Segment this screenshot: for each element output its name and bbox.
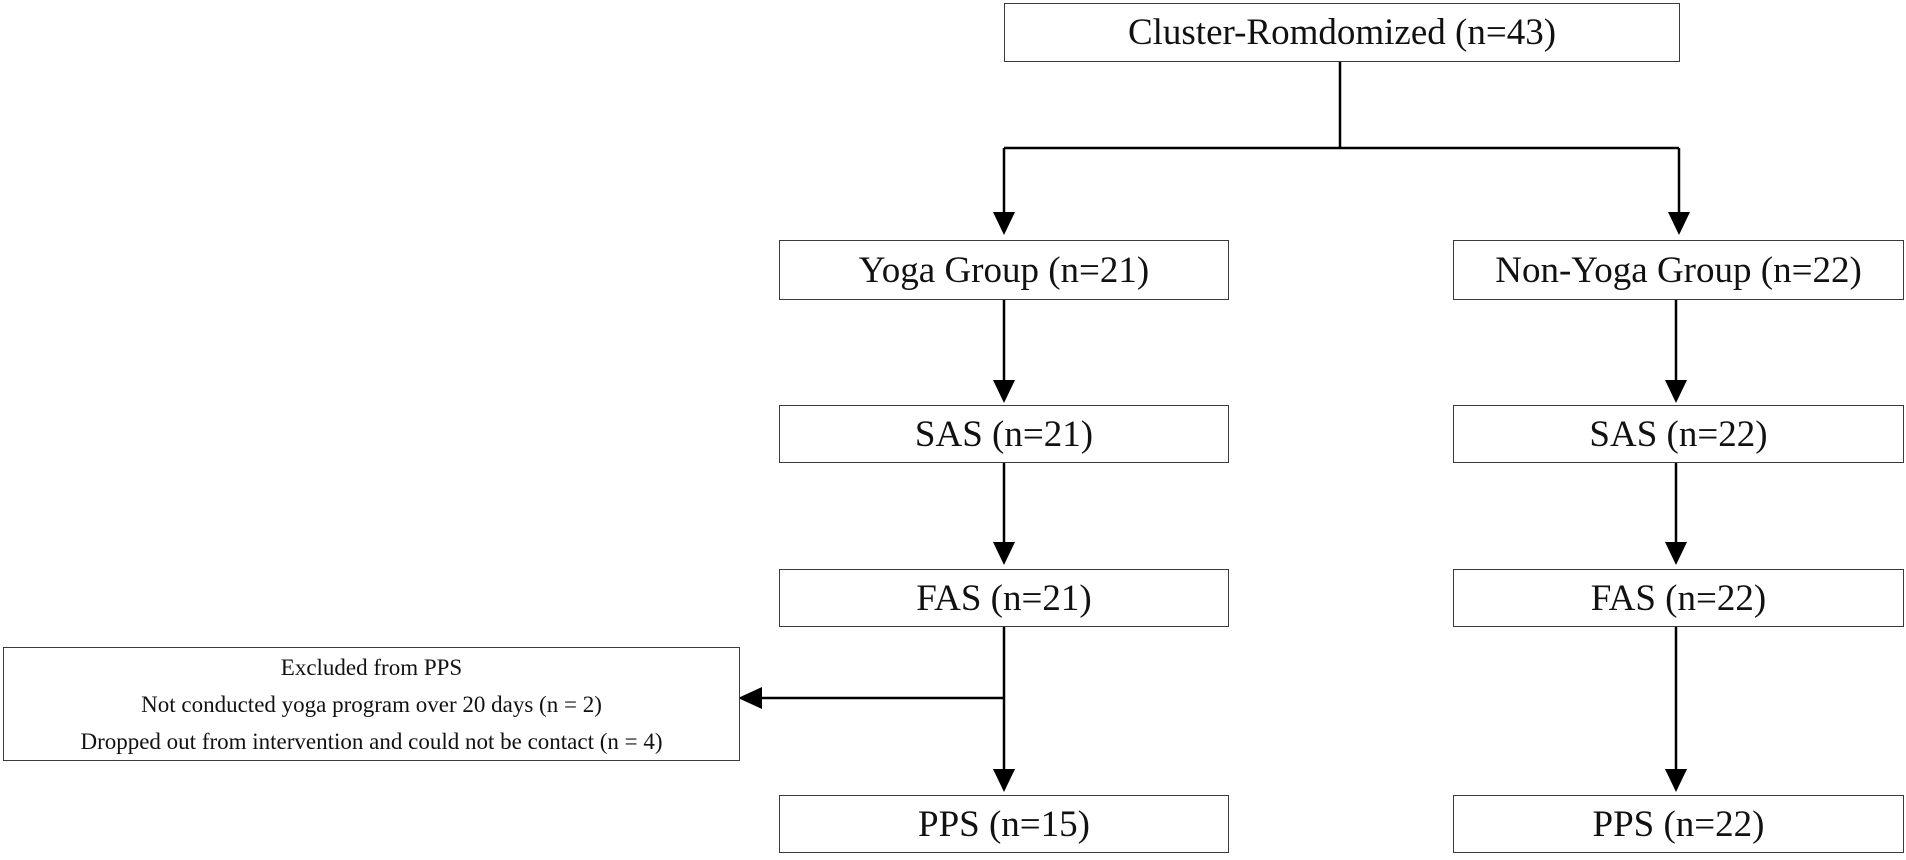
excluded-reason-1: Not conducted yoga program over 20 days … — [141, 691, 602, 717]
yoga-sas-box: SAS (n=21) — [779, 405, 1229, 463]
excluded-reason-2: Dropped out from intervention and could … — [80, 728, 663, 754]
excluded-box: Excluded from PPS Not conducted yoga pro… — [3, 647, 740, 761]
non-yoga-fas-box: FAS (n=22) — [1453, 569, 1904, 627]
randomized-box: Cluster-Romdomized (n=43) — [1004, 3, 1680, 62]
non-yoga-pps-box: PPS (n=22) — [1453, 795, 1904, 853]
yoga-pps-box: PPS (n=15) — [779, 795, 1229, 853]
yoga-group-box: Yoga Group (n=21) — [779, 240, 1229, 300]
non-yoga-group-box: Non-Yoga Group (n=22) — [1453, 240, 1904, 300]
non-yoga-sas-box: SAS (n=22) — [1453, 405, 1904, 463]
yoga-fas-box: FAS (n=21) — [779, 569, 1229, 627]
excluded-title: Excluded from PPS — [280, 654, 463, 680]
